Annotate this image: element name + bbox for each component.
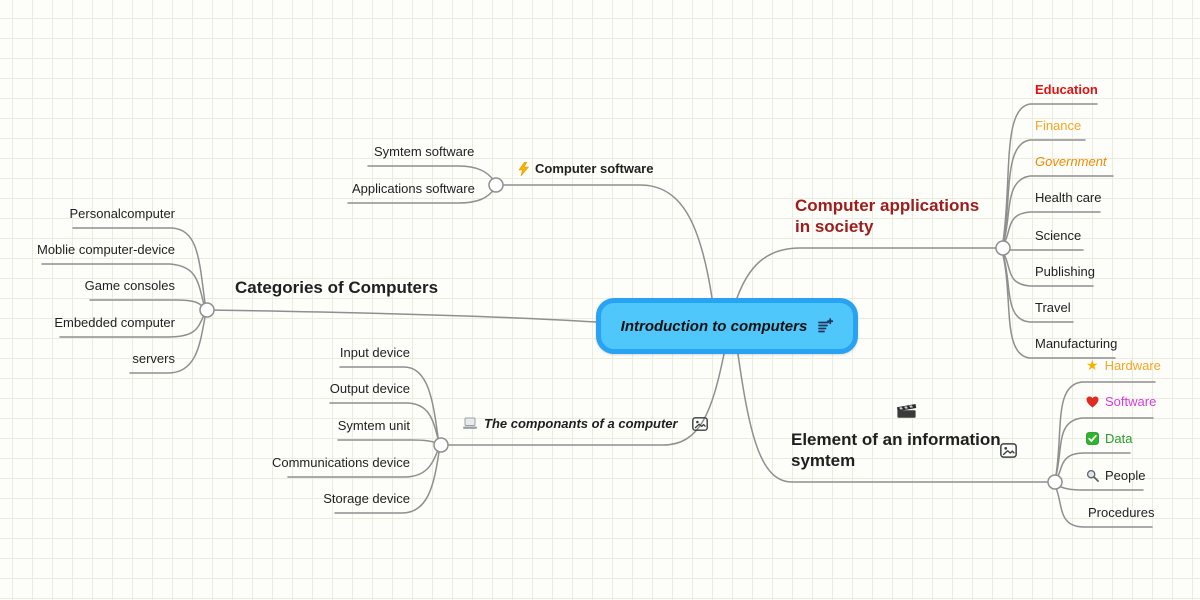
node-health-care[interactable]: Health care: [1035, 190, 1102, 205]
node-data[interactable]: Data: [1086, 431, 1132, 446]
node-symtem-software[interactable]: Symtem software: [374, 144, 475, 159]
connector-applications: [736, 247, 1004, 299]
branch-junction-categories[interactable]: [199, 302, 215, 318]
connector-symtem-software: [367, 165, 495, 182]
connector-moblie-computer: [41, 263, 205, 306]
node-manufacturing[interactable]: Manufacturing: [1035, 336, 1118, 351]
node-symtem-unit[interactable]: Symtem unit: [337, 418, 410, 433]
branch-computer-software-label: Computer software: [535, 161, 654, 176]
connector-components: [440, 353, 725, 446]
node-data-label: Data: [1105, 431, 1133, 446]
node-travel[interactable]: Travel: [1035, 300, 1071, 315]
node-software-label: Software: [1105, 394, 1157, 409]
node-software[interactable]: Software: [1086, 394, 1156, 409]
branch-categories-of-computers[interactable]: Categories of Computers: [235, 278, 439, 297]
connector-personalcomputer: [72, 227, 206, 304]
branch-element-information[interactable]: Element of an information symtem: [791, 430, 1001, 470]
branch-componants-of-computer[interactable]: The componants of a computer: [462, 416, 708, 431]
connector-symtem-unit: [337, 439, 437, 444]
heart-icon: [1086, 396, 1099, 408]
connector-communications-device: [287, 449, 439, 478]
connector-hardware: [1055, 381, 1156, 476]
connector-categories: [206, 309, 597, 323]
node-storage-device[interactable]: Storage device: [323, 491, 410, 506]
node-publishing[interactable]: Publishing: [1035, 264, 1095, 279]
branch-componants-label: The componants of a computer: [484, 416, 678, 431]
node-moblie-computer-device[interactable]: Moblie computer-device: [36, 242, 175, 257]
node-personalcomputer[interactable]: Personalcomputer: [69, 206, 176, 221]
clapperboard-icon: [895, 403, 918, 419]
checkbox-icon: [1086, 432, 1099, 445]
node-output-device[interactable]: Output device: [329, 381, 410, 396]
connector-education: [1002, 103, 1098, 243]
branch-junction-applications[interactable]: [995, 240, 1011, 256]
laptop-icon: [462, 417, 478, 430]
connector-government: [1002, 175, 1114, 246]
connector-embedded-computer: [59, 314, 205, 338]
node-servers[interactable]: servers: [132, 351, 175, 366]
branch-junction-software[interactable]: [488, 177, 504, 193]
connector-publishing: [1002, 251, 1094, 287]
connector-procedures: [1055, 487, 1153, 528]
connector-software-child: [1055, 417, 1154, 477]
branch-computer-software[interactable]: Computer software: [518, 161, 653, 176]
connector-output-device: [329, 402, 439, 440]
node-hardware-label: Hardware: [1104, 358, 1161, 373]
connector-storage-device: [334, 451, 440, 514]
node-people[interactable]: People: [1086, 468, 1145, 483]
connector-input-device: [339, 366, 439, 438]
magnifier-icon: [1086, 469, 1099, 482]
connector-manufacturing: [1002, 254, 1116, 359]
connector-servers: [129, 316, 206, 374]
node-procedures[interactable]: Procedures: [1088, 505, 1155, 520]
star-icon: ★: [1086, 357, 1099, 373]
branch-junction-elements[interactable]: [1047, 474, 1063, 490]
connector-data: [1056, 452, 1131, 479]
connector-people: [1057, 485, 1144, 491]
node-embedded-computer[interactable]: Embedded computer: [54, 315, 175, 330]
node-applications-software[interactable]: Applications software: [352, 181, 475, 196]
root-node-label: Introduction to computers: [620, 317, 808, 335]
node-education[interactable]: Education: [1035, 82, 1098, 97]
node-government[interactable]: Government: [1035, 154, 1107, 169]
note-add-icon[interactable]: [817, 318, 834, 334]
node-people-label: People: [1105, 468, 1146, 483]
node-input-device[interactable]: Input device: [339, 345, 410, 360]
connector-game-consoles: [89, 299, 203, 307]
node-game-consoles[interactable]: Game consoles: [84, 278, 175, 293]
node-hardware[interactable]: ★ Hardware: [1086, 357, 1161, 374]
connector-finance: [1002, 139, 1086, 244]
connector-software: [495, 184, 713, 299]
root-node[interactable]: Introduction to computers: [596, 298, 858, 354]
branch-junction-components[interactable]: [433, 437, 449, 453]
image-icon[interactable]: [1000, 443, 1017, 458]
node-science[interactable]: Science: [1035, 228, 1082, 243]
image-icon[interactable]: [691, 416, 708, 431]
connector-applications-software: [347, 188, 495, 204]
node-finance[interactable]: Finance: [1035, 118, 1082, 133]
branch-computer-applications[interactable]: Computer applications in society: [795, 196, 980, 236]
node-communications-device[interactable]: Communications device: [271, 455, 410, 470]
lightning-icon: [518, 161, 529, 176]
connector-elements: [737, 353, 1056, 483]
